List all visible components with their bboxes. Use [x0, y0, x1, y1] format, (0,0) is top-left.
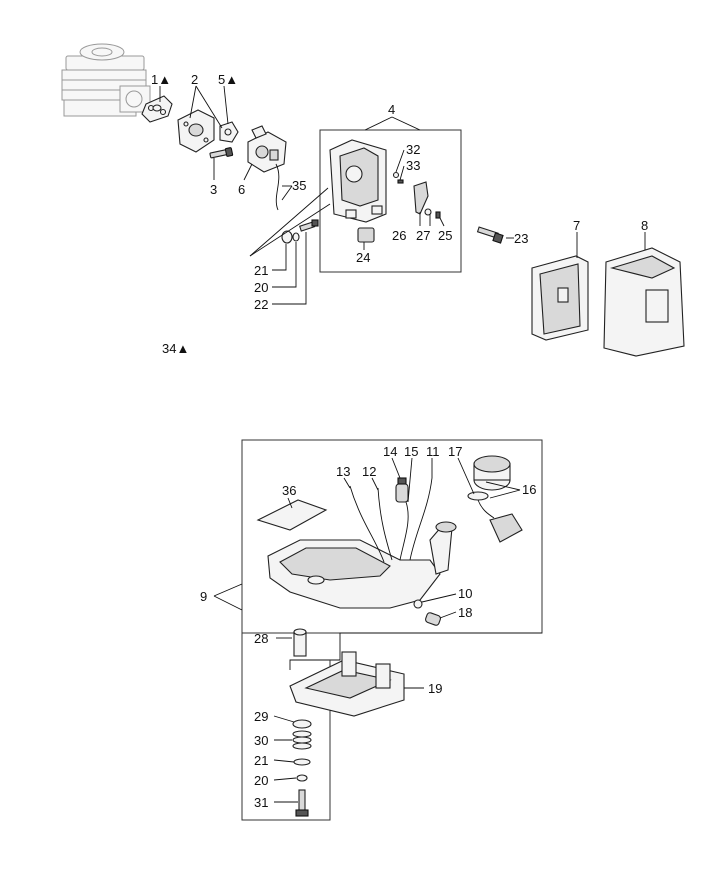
intake-manifold-part — [177, 109, 215, 153]
callout-29: 29 — [254, 709, 268, 724]
callout-28: 28 — [254, 631, 268, 646]
callout-6: 6 — [238, 182, 245, 197]
callout-10: 10 — [458, 586, 472, 601]
callout-labels: 1▲ 2 5▲ 4 32 33 3 6 35 26 27 25 7 8 23 2… — [151, 72, 648, 810]
carburetor-part — [247, 125, 287, 173]
leader-lines — [159, 85, 646, 803]
callout-12: 12 — [362, 464, 376, 479]
spring-30-part — [292, 730, 312, 750]
carburetor-gasket-part — [219, 121, 239, 143]
callout-9: 9 — [200, 589, 207, 604]
callout-1: 1▲ — [151, 72, 171, 87]
callout-32: 32 — [406, 142, 420, 157]
callout-23: 23 — [514, 231, 528, 246]
mounting-bracket-part — [289, 651, 405, 717]
callout-16: 16 — [522, 482, 536, 497]
washer-32-part — [392, 171, 400, 179]
washer-29-part — [292, 719, 312, 729]
callout-11: 11 — [426, 444, 440, 459]
callout-35: 35 — [292, 178, 306, 193]
callout-22: 22 — [254, 297, 268, 312]
fuel-hose-13-part — [349, 485, 385, 563]
callout-20-top: 20 — [254, 280, 268, 295]
callout-14: 14 — [383, 444, 397, 459]
lever-26-part — [413, 181, 429, 215]
callout-13: 13 — [336, 464, 350, 479]
spacer-28-part — [293, 628, 307, 657]
callout-15: 15 — [404, 444, 418, 459]
screw-25-part — [435, 211, 441, 219]
grommet-10-part — [413, 599, 423, 609]
cap-gasket-part — [467, 491, 489, 501]
washer-21b-part — [293, 758, 311, 766]
callout-20-bottom: 20 — [254, 773, 268, 788]
washer-20-part — [292, 232, 300, 242]
washer-20b-part — [296, 774, 308, 782]
screw-33-part — [397, 179, 404, 184]
air-filter-base-part — [329, 139, 387, 223]
air-filter-element-part — [531, 255, 589, 341]
callout-17: 17 — [448, 444, 462, 459]
fuel-tank-part — [267, 521, 457, 609]
screw-3-part — [209, 147, 234, 159]
callout-33: 33 — [406, 158, 420, 173]
callout-21-top: 21 — [254, 263, 268, 278]
fuel-hose-11-part — [409, 477, 433, 561]
fuel-filter-part — [395, 477, 409, 503]
callout-36: 36 — [282, 483, 296, 498]
screw-22-part — [299, 219, 319, 232]
callout-5: 5▲ — [218, 72, 238, 87]
fuel-line-part — [275, 163, 280, 211]
air-filter-group-box — [319, 129, 462, 273]
air-filter-cover-part — [603, 247, 685, 357]
callout-4: 4 — [388, 102, 395, 117]
insulator-gasket-part — [141, 95, 173, 123]
fuel-cap-part — [473, 455, 511, 491]
callout-2: 2 — [191, 72, 198, 87]
callout-19: 19 — [428, 681, 442, 696]
callout-31: 31 — [254, 795, 268, 810]
callout-34: 34▲ — [162, 341, 189, 356]
callout-7: 7 — [573, 218, 580, 233]
choke-lever-part — [357, 227, 375, 243]
fuel-return-line-part — [399, 501, 409, 561]
callout-30: 30 — [254, 733, 268, 748]
fuel-hose-12-part — [377, 487, 393, 561]
callout-27: 27 — [416, 228, 430, 243]
callout-24: 24 — [356, 250, 370, 265]
plug-18-part — [425, 612, 441, 626]
washer-27-part — [424, 208, 432, 216]
bolt-23-part — [476, 226, 504, 244]
callout-3: 3 — [210, 182, 217, 197]
callout-25: 25 — [438, 228, 452, 243]
callout-8: 8 — [641, 218, 648, 233]
callout-18: 18 — [458, 605, 472, 620]
fuel-tank-group-box-lower — [241, 633, 331, 821]
fuel-pickup-part — [489, 513, 523, 543]
heat-shield-part — [256, 499, 328, 531]
cylinder-part — [61, 43, 151, 117]
bolt-31-part — [295, 789, 309, 817]
washer-21-part — [281, 230, 293, 244]
callout-21-bottom: 21 — [254, 753, 268, 768]
callout-26: 26 — [392, 228, 406, 243]
